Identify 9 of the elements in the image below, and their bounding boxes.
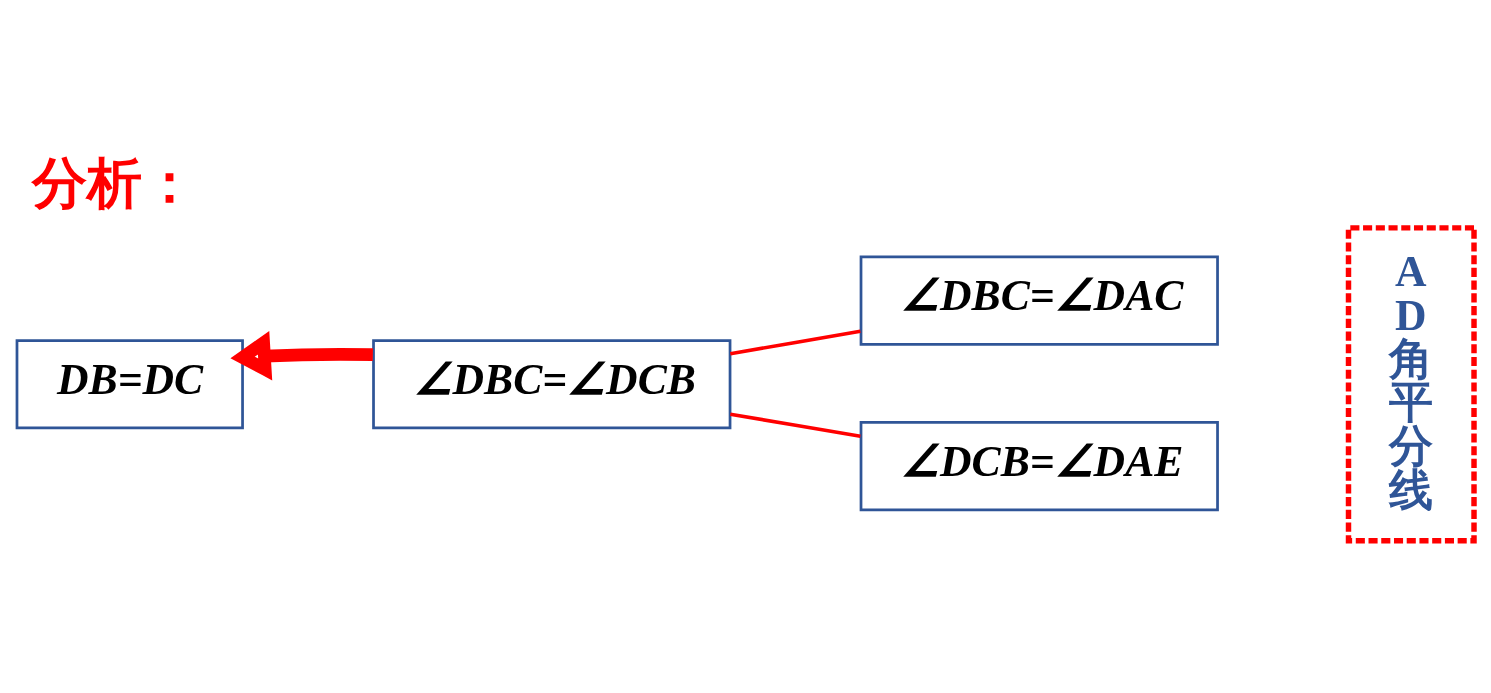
diagram-title: 分析： xyxy=(31,152,197,214)
connector xyxy=(730,328,861,356)
arrow xyxy=(230,330,373,380)
connector xyxy=(730,411,861,438)
node-box: AD角平分线 xyxy=(1345,224,1477,543)
node-box: ∠DBC=∠DCB xyxy=(372,338,732,429)
node-box: DB=DC xyxy=(15,338,244,429)
node-box: ∠DBC=∠DAC xyxy=(859,255,1219,346)
node-box: ∠DCB=∠DAE xyxy=(859,420,1219,511)
